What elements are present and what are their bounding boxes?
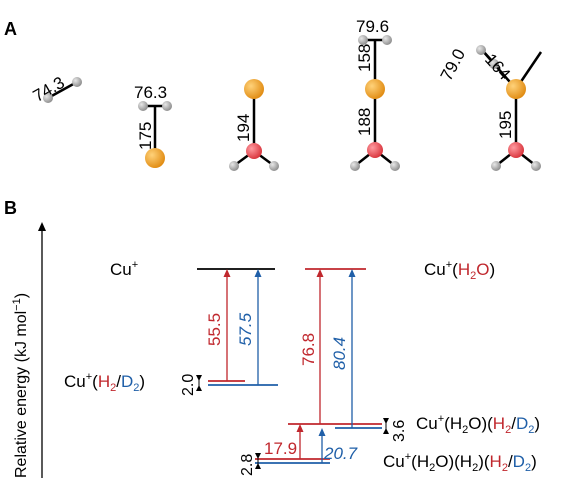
hydrogen-atom — [43, 93, 53, 103]
bond-length-label: 79.6 — [356, 17, 389, 36]
bond-length-label: 76.3 — [134, 83, 167, 102]
hydrogen-atom — [489, 59, 499, 69]
energy-h2o-h2-binding: 76.8 — [299, 333, 318, 366]
zpe-gap-mid: 3.6 — [391, 420, 408, 442]
zpe-brackets — [196, 375, 389, 469]
hydrogen-atom — [476, 45, 486, 55]
bond-length-label: 79.0 — [437, 46, 469, 84]
hydrogen-atom — [390, 161, 400, 171]
energy-d2-binding: 57.5 — [236, 312, 255, 346]
oxygen-atom — [367, 142, 383, 158]
hydrogen-atom — [491, 161, 501, 171]
panel-b-label: B — [4, 198, 17, 218]
structure-cu-h2: 76.3 175 — [134, 83, 172, 168]
copper-atom — [365, 79, 385, 99]
zpe-gap-left: 2.0 — [180, 374, 197, 396]
species-cu-h2o: Cu+(H2O) — [424, 259, 495, 282]
bond-length-label: 195 — [496, 111, 515, 139]
hydrogen-atom — [382, 35, 392, 45]
zpe-gap-low: 2.8 — [239, 454, 256, 476]
species-cu-h2: Cu+(H2/D2) — [64, 371, 145, 394]
energy-levels — [197, 268, 382, 464]
hydrogen-atom — [531, 161, 541, 171]
structure-h2: 74.3 — [30, 73, 82, 106]
energy-second-h2: 17.9 — [264, 439, 297, 458]
energy-h2-binding: 55.5 — [205, 313, 224, 346]
copper-atom — [145, 148, 165, 168]
energy-arrows — [223, 269, 356, 463]
hydrogen-atom — [162, 101, 172, 111]
panel-a-label: A — [4, 19, 17, 39]
structure-cu-h2o-h2-h2: 79.0 164 195 — [437, 45, 543, 171]
structure-cu-h2o: 194 — [229, 79, 279, 171]
bond-length-label: 188 — [355, 108, 374, 136]
energy-h2o-d2-binding: 80.4 — [330, 337, 349, 370]
axis-label: Relative energy (kJ mol−1) — [11, 293, 30, 478]
bond-length-label: 175 — [136, 122, 155, 150]
species-cu-h2o-h2-h2: Cu+(H2O)(H2)(H2/D2) — [383, 451, 537, 474]
hydrogen-atom — [229, 161, 239, 171]
energy-axis: Relative energy (kJ mol−1) — [11, 222, 46, 478]
hydrogen-atom — [269, 161, 279, 171]
hydrogen-atom — [72, 77, 82, 87]
hydrogen-atom — [138, 101, 148, 111]
energy-second-d2: 20.7 — [323, 444, 358, 463]
bond-length-label: 158 — [355, 44, 374, 72]
species-cu: Cu+ — [110, 259, 138, 279]
hydrogen-atom — [358, 35, 368, 45]
copper-atom — [506, 79, 526, 99]
species-cu-h2o-h2: Cu+(H2O)(H2/D2) — [416, 413, 540, 436]
oxygen-atom — [246, 143, 262, 159]
oxygen-atom — [508, 142, 524, 158]
copper-atom — [244, 79, 264, 99]
hydrogen-atom — [350, 161, 360, 171]
structure-cu-h2o-h2: 79.6 158 188 — [350, 17, 400, 171]
bond-length-label: 194 — [234, 114, 253, 142]
